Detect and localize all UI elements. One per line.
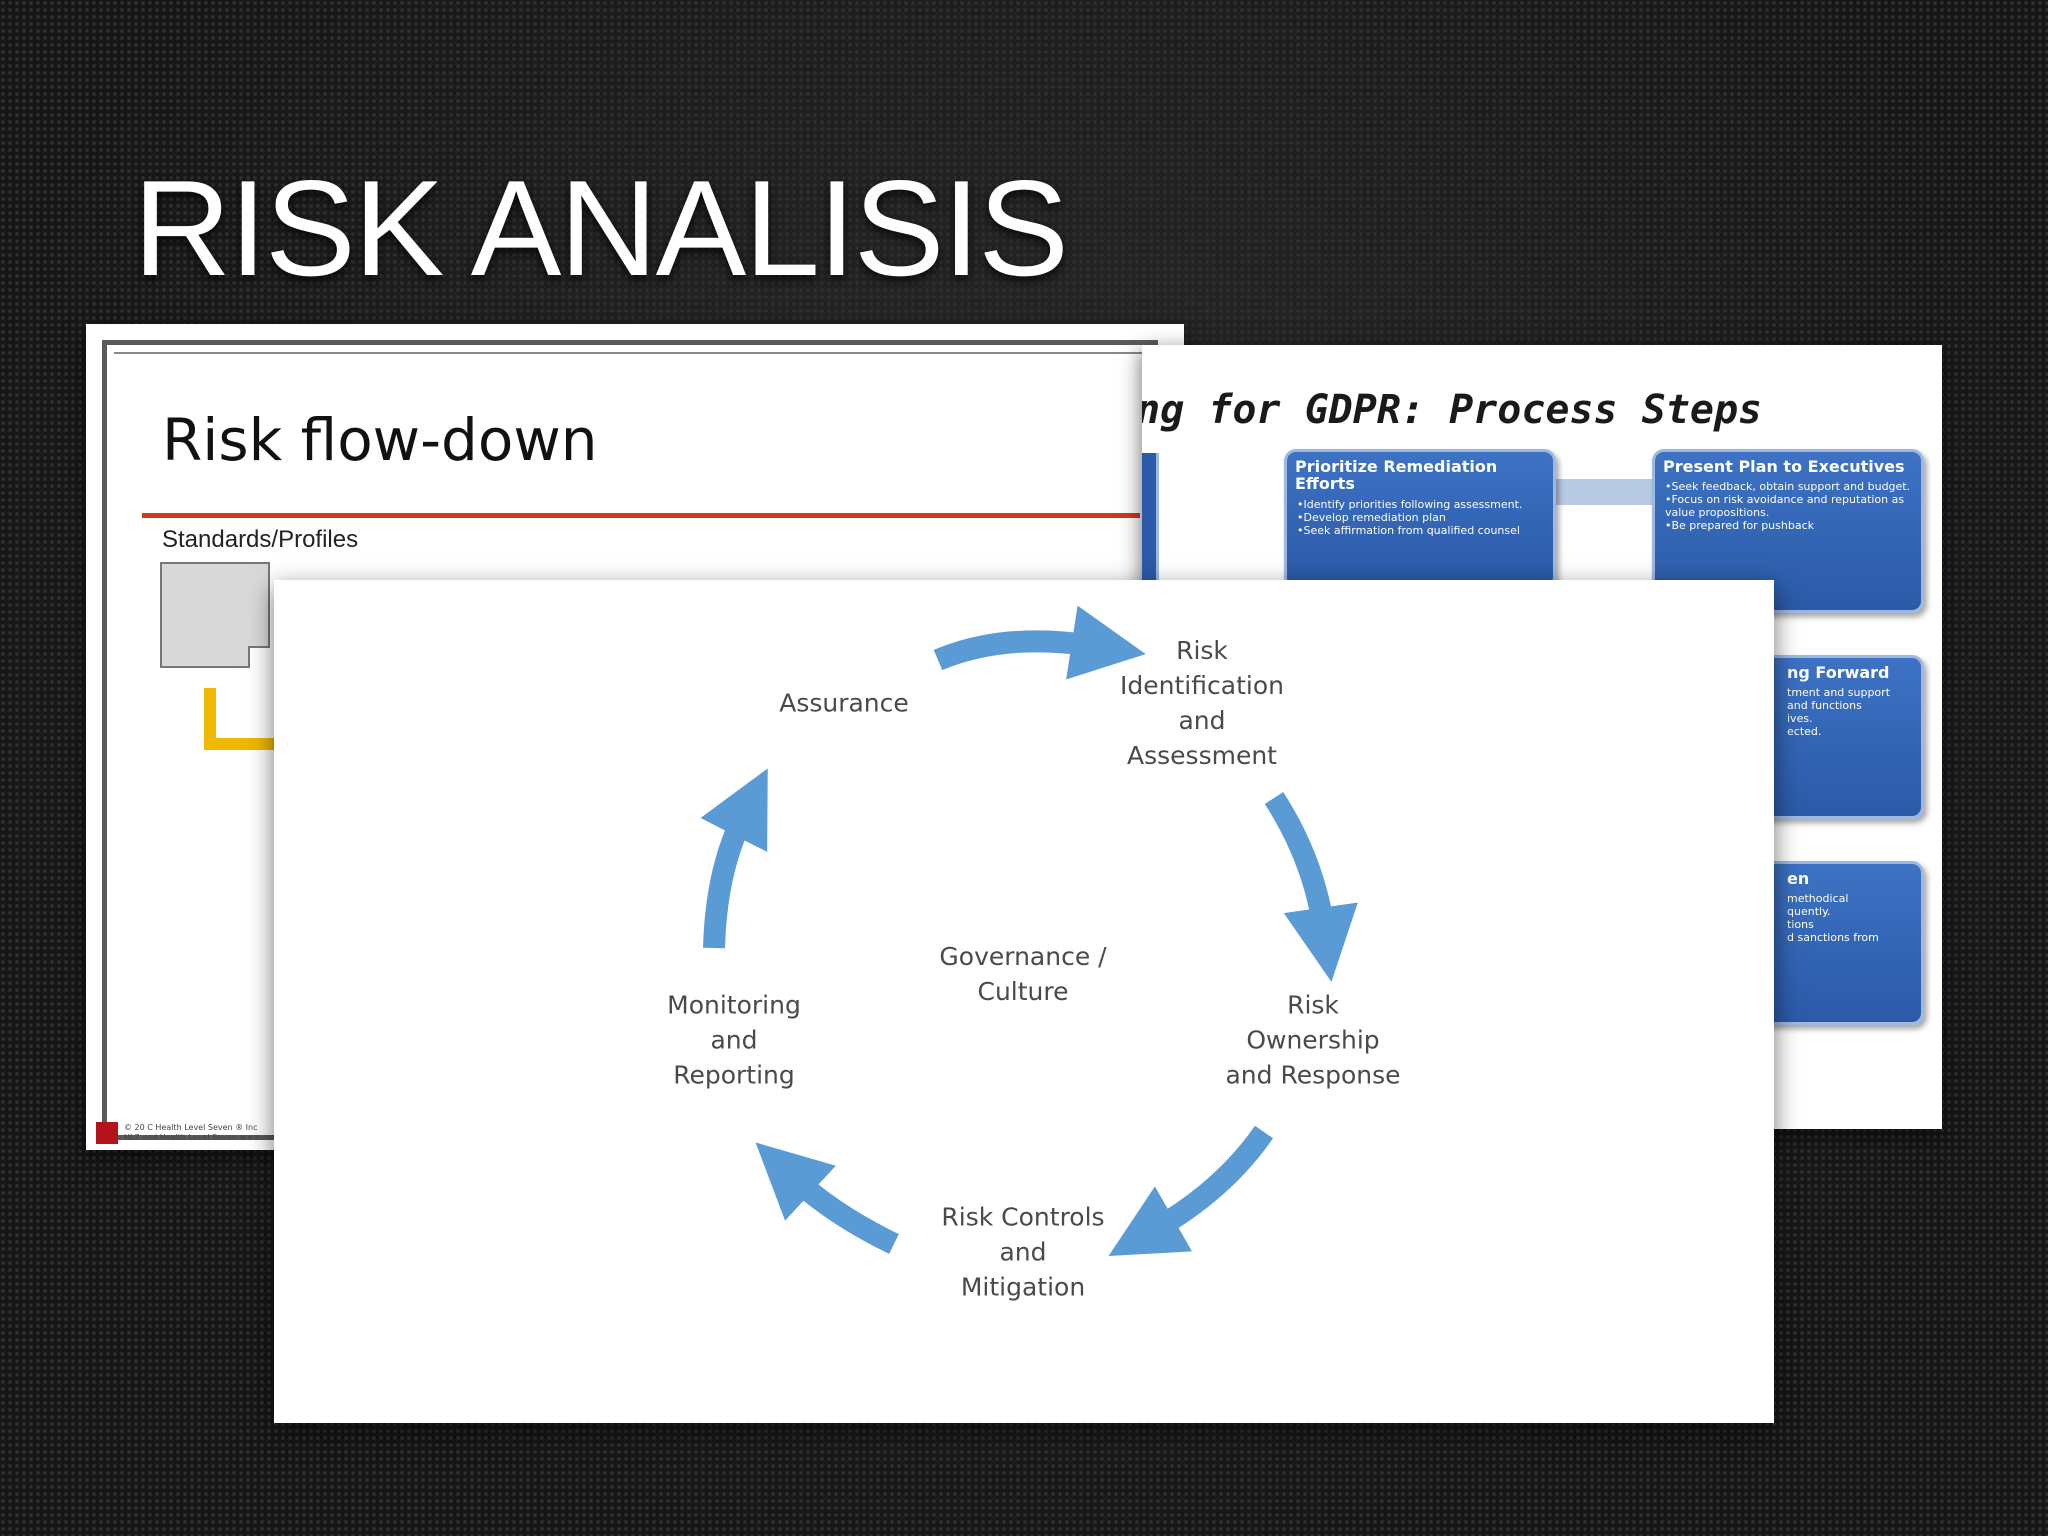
gdpr-box-body: methodical quently. tions d sanctions fr… — [1787, 892, 1879, 944]
frame-inner-line — [114, 352, 1146, 354]
flowdown-title: Risk flow-down — [162, 406, 598, 474]
gdpr-box-prioritize: Prioritize Remediation Efforts •Identify… — [1284, 449, 1556, 589]
cycle-stage-controls: Risk Controls and Mitigation — [941, 1202, 1105, 1302]
document-icon — [160, 562, 270, 668]
flowdown-subtitle: Standards/Profiles — [162, 526, 359, 553]
slide-title: RISK ANALISIS — [133, 152, 1069, 304]
gdpr-connector — [1556, 479, 1652, 505]
gdpr-box-present-plan: Present Plan to Executives •Seek feedbac… — [1652, 449, 1924, 613]
arrow-monitoring-to-assurance — [700, 768, 768, 949]
gdpr-box-body: •Seek feedback, obtain support and budge… — [1665, 480, 1911, 532]
title-rule — [142, 513, 1140, 518]
arrow-identification-to-ownership — [1264, 792, 1358, 982]
gdpr-box-title: Present Plan to Executives — [1663, 457, 1905, 476]
cycle-stage-identification: Risk Identification and Assessment — [1120, 636, 1284, 770]
cycle-arrows — [700, 605, 1358, 1256]
arrow-controls-to-monitoring — [755, 1142, 899, 1254]
gdpr-title: ng for GDPR: Process Steps — [1142, 387, 1763, 433]
gdpr-box-title: Prioritize Remediation Efforts — [1295, 457, 1498, 493]
arrow-ownership-to-controls — [1108, 1125, 1274, 1256]
cycle-stage-monitoring: Monitoring and Reporting — [667, 990, 801, 1090]
connector-bracket-icon — [204, 688, 274, 750]
arrow-assurance-to-identification — [933, 605, 1146, 680]
cycle-center-label: Governance / Culture — [939, 942, 1107, 1006]
risk-cycle-image: Governance / Culture Risk Identification… — [274, 580, 1774, 1423]
cycle-stage-ownership: Risk Ownership and Response — [1225, 990, 1401, 1090]
cycle-stage-assurance: Assurance — [779, 688, 909, 718]
flowdown-footer: © 20 C Health Level Seven ® Inc HL7 and … — [124, 1123, 259, 1142]
hl7-logo-icon — [96, 1122, 118, 1144]
gdpr-box-edge — [1142, 453, 1159, 583]
gdpr-box-title: ng Forward — [1787, 663, 1890, 682]
gdpr-box-title: en — [1787, 869, 1810, 888]
document-fold-corner — [248, 646, 270, 668]
gdpr-box-body: tment and support and functions ives. ec… — [1787, 686, 1891, 738]
gdpr-box-body: •Identify priorities following assessmen… — [1297, 498, 1523, 537]
